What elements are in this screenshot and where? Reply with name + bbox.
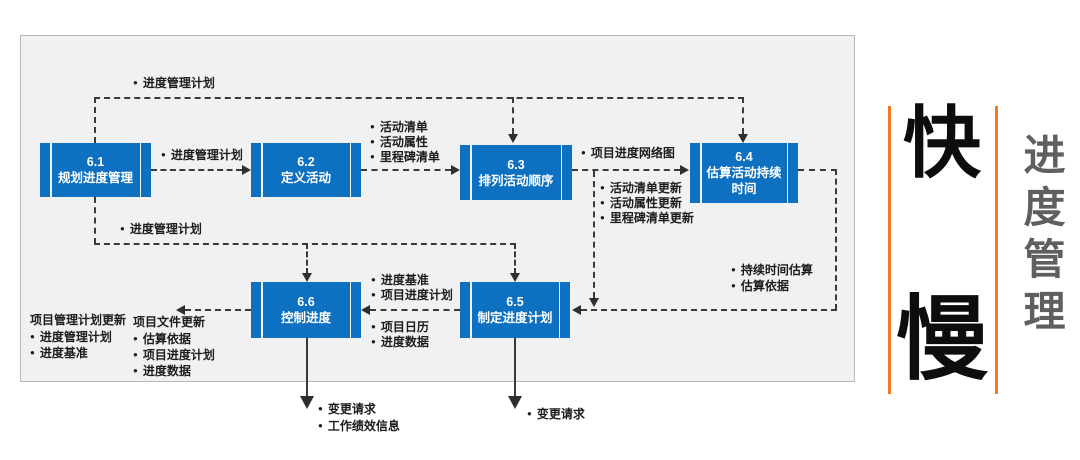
flow-line	[798, 169, 837, 171]
process-box-6-4: 6.4 估算活动持续时间	[690, 143, 798, 203]
process-box-6-3: 6.3 排列活动顺序	[460, 145, 572, 200]
label-change-requests-65: 变更请求	[527, 407, 585, 424]
arrowhead-right-icon	[680, 165, 689, 175]
arrowhead-down-icon	[738, 134, 748, 143]
process-number: 6.6	[297, 295, 315, 309]
label-change-requests-66: 变更请求	[318, 402, 376, 419]
label-schedule-network-diagram: 项目进度网络图	[581, 146, 675, 163]
process-box-6-6: 6.6 控制进度	[251, 282, 361, 338]
label-project-calendars: 项目日历	[371, 320, 429, 337]
box-stripe	[786, 143, 788, 203]
label-work-performance-info: 工作绩效信息	[318, 419, 400, 436]
process-name: 制定进度计划	[477, 311, 553, 325]
arrowhead-down-icon	[510, 273, 520, 282]
label-pm-plan-updates-header: 项目管理计划更新	[30, 313, 127, 327]
flow-line	[94, 243, 516, 245]
flow-line	[512, 97, 514, 134]
box-stripe	[349, 143, 351, 197]
arrowhead-down-icon	[508, 396, 522, 409]
label-doc-item-1: 估算依据	[133, 332, 191, 349]
process-name: 定义活动	[280, 171, 331, 185]
fast-character: 快	[902, 99, 981, 187]
flow-line	[94, 97, 96, 143]
label-duration-estimates: 持续时间估算	[731, 263, 813, 280]
process-number: 6.3	[507, 157, 525, 172]
process-number: 6.4	[735, 150, 753, 164]
label-doc-updates-header: 项目文件更新	[133, 315, 206, 329]
diagram-panel	[20, 35, 855, 382]
label-milestone-updates: 里程碑清单更新	[600, 211, 694, 228]
process-name: 排列活动顺序	[478, 173, 554, 188]
arrowhead-down-icon	[589, 298, 599, 307]
flow-line	[151, 169, 242, 171]
label-basis-of-estimates: 估算依据	[731, 279, 789, 296]
arrowhead-left-icon	[176, 305, 185, 315]
flow-line	[742, 97, 744, 134]
box-stripe	[349, 282, 351, 338]
label-schedule-plan-mid: 进度管理计划	[120, 222, 202, 239]
process-name: 规划进度管理	[57, 171, 133, 185]
process-box-6-2: 6.2 定义活动	[251, 143, 361, 197]
label-doc-item-2: 项目进度计划	[133, 348, 215, 365]
label-schedule-plan-61-62: 进度管理计划	[161, 148, 243, 165]
process-box-6-5: 6.5 制定进度计划	[460, 282, 570, 338]
orange-accent-line-right	[995, 106, 998, 394]
box-stripe	[558, 282, 560, 338]
flow-line	[361, 169, 451, 171]
process-number: 6.5	[506, 295, 524, 309]
box-stripe	[50, 143, 52, 197]
box-stripe	[560, 145, 562, 200]
process-box-6-1: 6.1 规划进度管理	[40, 143, 151, 197]
flow-line	[593, 171, 595, 298]
label-pm-plan-item-2: 进度基准	[30, 346, 88, 363]
arrowhead-right-icon	[242, 165, 251, 175]
flow-line	[94, 97, 744, 99]
orange-accent-line-left	[888, 106, 891, 394]
flow-line	[185, 309, 251, 311]
flow-line	[370, 309, 460, 311]
arrowhead-left-icon	[572, 305, 581, 315]
process-number: 6.1	[86, 155, 105, 169]
section-title-vertical: 进度管理	[1018, 133, 1065, 341]
flow-line	[572, 169, 680, 171]
arrowhead-right-icon	[451, 165, 460, 175]
output-line	[306, 338, 308, 396]
label-schedule-data: 进度数据	[371, 335, 429, 352]
label-activity-list: 活动清单	[370, 120, 428, 137]
label-activity-attr-updates: 活动属性更新	[600, 196, 682, 213]
flow-line	[306, 243, 308, 274]
flow-line	[94, 197, 96, 244]
arrowhead-left-icon	[361, 305, 370, 315]
label-activity-attributes: 活动属性	[370, 135, 428, 152]
flow-line	[514, 243, 516, 274]
label-milestone-list: 里程碑清单	[370, 150, 440, 167]
label-project-schedule: 项目进度计划	[371, 288, 453, 305]
flow-line	[835, 169, 837, 310]
arrowhead-down-icon	[508, 134, 518, 143]
label-schedule-baseline: 进度基准	[371, 273, 429, 290]
label-schedule-plan-top: 进度管理计划	[133, 76, 215, 93]
label-activity-list-updates: 活动清单更新	[600, 181, 682, 198]
arrowhead-down-icon	[302, 273, 312, 282]
box-stripe	[700, 143, 702, 203]
slow-character: 慢	[895, 289, 988, 391]
label-pm-plan-item-1: 进度管理计划	[30, 330, 112, 347]
box-stripe	[470, 145, 472, 200]
process-number: 6.2	[297, 155, 315, 169]
box-stripe	[261, 143, 263, 197]
arrowhead-down-icon	[300, 396, 314, 409]
box-stripe	[470, 282, 472, 338]
flow-line	[581, 309, 837, 311]
box-stripe	[261, 282, 263, 338]
label-doc-item-3: 进度数据	[133, 364, 191, 381]
process-name: 估算活动持续时间	[706, 166, 782, 196]
output-line	[514, 338, 516, 396]
process-name: 控制进度	[280, 311, 331, 325]
box-stripe	[139, 143, 141, 197]
